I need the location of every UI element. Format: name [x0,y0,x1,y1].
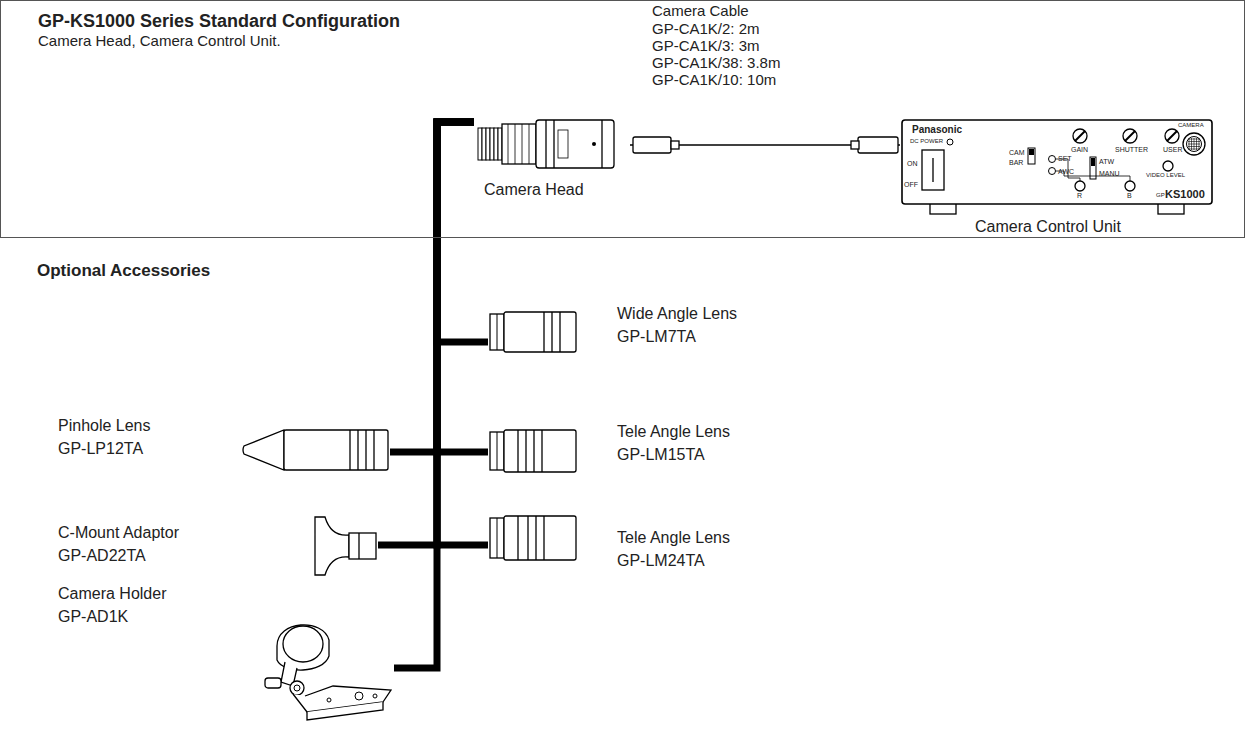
node-title: Tele Angle Lens [617,526,730,549]
wide-lens-drawing [488,310,578,354]
text-block: Camera HolderGP-AD1K [58,582,166,628]
panel-label: GP [1156,192,1165,199]
mount-bus [437,122,488,452]
configuration-panel: GP-KS1000 Series Standard ConfigurationC… [0,0,1245,238]
node-subtitle: Camera Head, Camera Control Unit. [38,32,400,49]
camera-head: Camera Head [474,108,630,204]
c-mount-adaptor-drawing [313,515,378,577]
panel-label: Panasonic [912,124,962,135]
panel-label: R [1077,192,1082,200]
node-subtitle: GP-LM24TA [617,549,730,572]
tele-lens-drawing [488,428,578,474]
node-title: C-Mount Adaptor [58,521,179,544]
panel-label: BAR [1009,159,1023,167]
node-title: Camera Holder [58,582,166,605]
mount-bus [437,122,488,545]
panel-label: B [1127,192,1132,200]
camera-head-drawing [474,108,624,170]
panel-label: ATW [1099,158,1114,166]
camera-holder-drawing [263,616,393,728]
panel-label: USER [1163,146,1182,154]
cable-label: GP-CA1K/3: 3m [652,38,760,55]
text-block: Pinhole LensGP-LP12TA [58,414,151,460]
cable-label: GP-CA1K/10: 10m [652,72,776,89]
text-block: C-Mount AdaptorGP-AD22TA [58,521,179,567]
panel-label: SHUTTER [1115,146,1148,154]
mount-bus [394,122,474,668]
c-mount-adaptor: C-Mount AdaptorGP-AD22TA [58,515,378,579]
mount-bus [390,122,474,452]
panel-label: CAMERA [1178,122,1204,129]
mount-bus [437,122,488,342]
control-unit: Camera Control Unit [900,118,1216,241]
cable-label: GP-CA1K/2: 2m [652,21,760,38]
panel-label: ON [907,160,918,168]
node-title: Pinhole Lens [58,414,151,437]
panel-label: SET [1058,155,1072,163]
section-heading: Optional Accessories [37,262,210,281]
node-subtitle: GP-AD22TA [58,544,179,567]
text-block: GP-KS1000 Series Standard ConfigurationC… [38,11,400,49]
node-title: Wide Angle Lens [617,302,737,325]
node-title: Tele Angle Lens [617,420,730,443]
pinhole-lens-drawing [240,428,390,472]
panel-label: MANU [1099,170,1120,178]
text-block: Tele Angle LensGP-LM15TA [617,420,730,466]
node-subtitle: GP-LM7TA [617,325,737,348]
panel-label: DC POWER [910,138,943,145]
cable-label: GP-CA1K/38: 3.8m [652,55,780,72]
panel-label: AWC [1058,168,1074,176]
text-block: Tele Angle LensGP-LM24TA [617,526,730,572]
tele-lens: Tele Angle LensGP-LM24TA [488,506,788,575]
cable-label: Camera Cable [652,3,749,20]
node-title: GP-KS1000 Series Standard Configuration [38,11,400,32]
node-subtitle: GP-LP12TA [58,437,151,460]
text-block: Camera Control Unit [975,215,1121,238]
panel-label: CAM [1009,149,1025,157]
pinhole-lens: Pinhole LensGP-LP12TA [58,412,390,474]
camera-holder: Camera HolderGP-AD1K [58,580,394,732]
node-subtitle: GP-AD1K [58,605,166,628]
panel-label: VIDEO LEVEL [1146,172,1185,179]
panel-label: KS1000 [1165,188,1205,200]
panel-label: OFF [904,181,918,189]
text-block: Camera Head [484,178,584,201]
node-title: Camera Head [484,178,584,201]
text-block: Wide Angle LensGP-LM7TA [617,302,737,348]
node-title: Camera Control Unit [975,215,1121,238]
connector-group [378,122,900,668]
panel-label: GAIN [1071,146,1088,154]
tele-lens-drawing [488,514,578,562]
cable-plugs [633,137,898,153]
mount-bus [378,122,474,545]
tele-lens: Tele Angle LensGP-LM15TA [488,418,788,480]
node-subtitle: GP-LM15TA [617,443,730,466]
wide-lens: Wide Angle LensGP-LM7TA [488,300,788,362]
